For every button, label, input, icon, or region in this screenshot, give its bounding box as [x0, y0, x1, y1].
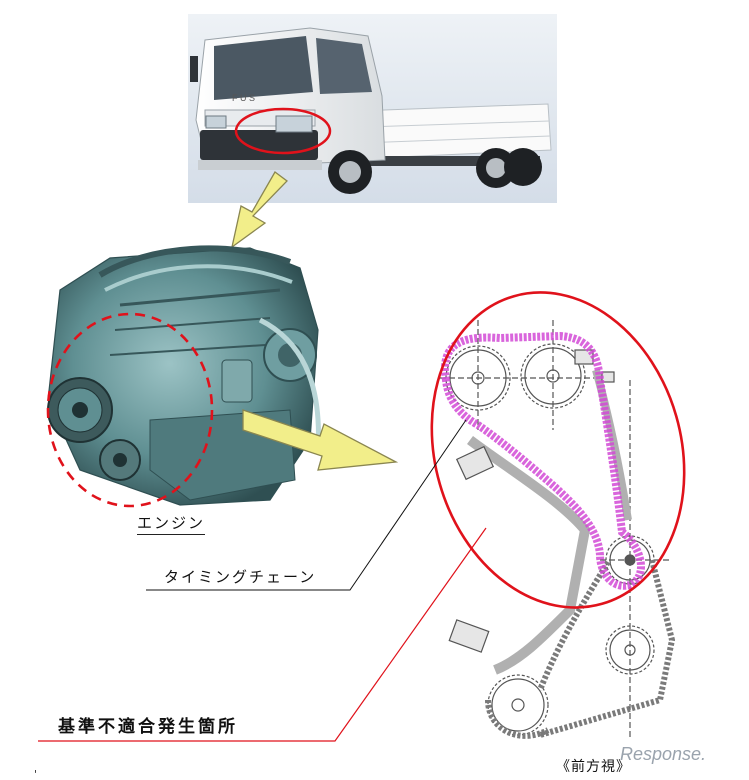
chain-highlight-circle: [430, 291, 686, 609]
engine-label: エンジン: [137, 512, 206, 535]
engine-image: [46, 245, 321, 508]
engine-highlight-dashed-circle: [46, 312, 214, 508]
front-view-caption: 《前方視》: [556, 759, 631, 775]
truck-photo: F U S: [188, 14, 557, 203]
svg-text:': ': [34, 768, 37, 780]
timing-chain-highlight: [440, 331, 645, 590]
timing-chain-label: タイミングチェーン: [164, 568, 317, 586]
response-watermark: Response.: [620, 744, 707, 764]
truck-highlight-circle: [234, 107, 332, 155]
arrow-truck-to-engine: [230, 171, 288, 249]
defect-location-label: 基準不適合発生箇所: [58, 717, 238, 737]
timing-chain-diagram: [430, 291, 686, 740]
arrow-engine-to-chain: [242, 409, 399, 471]
timing-chain-leader-line: [146, 419, 467, 591]
svg-text:F U S: F U S: [232, 93, 255, 103]
defect-location-leader-line: [38, 527, 487, 742]
